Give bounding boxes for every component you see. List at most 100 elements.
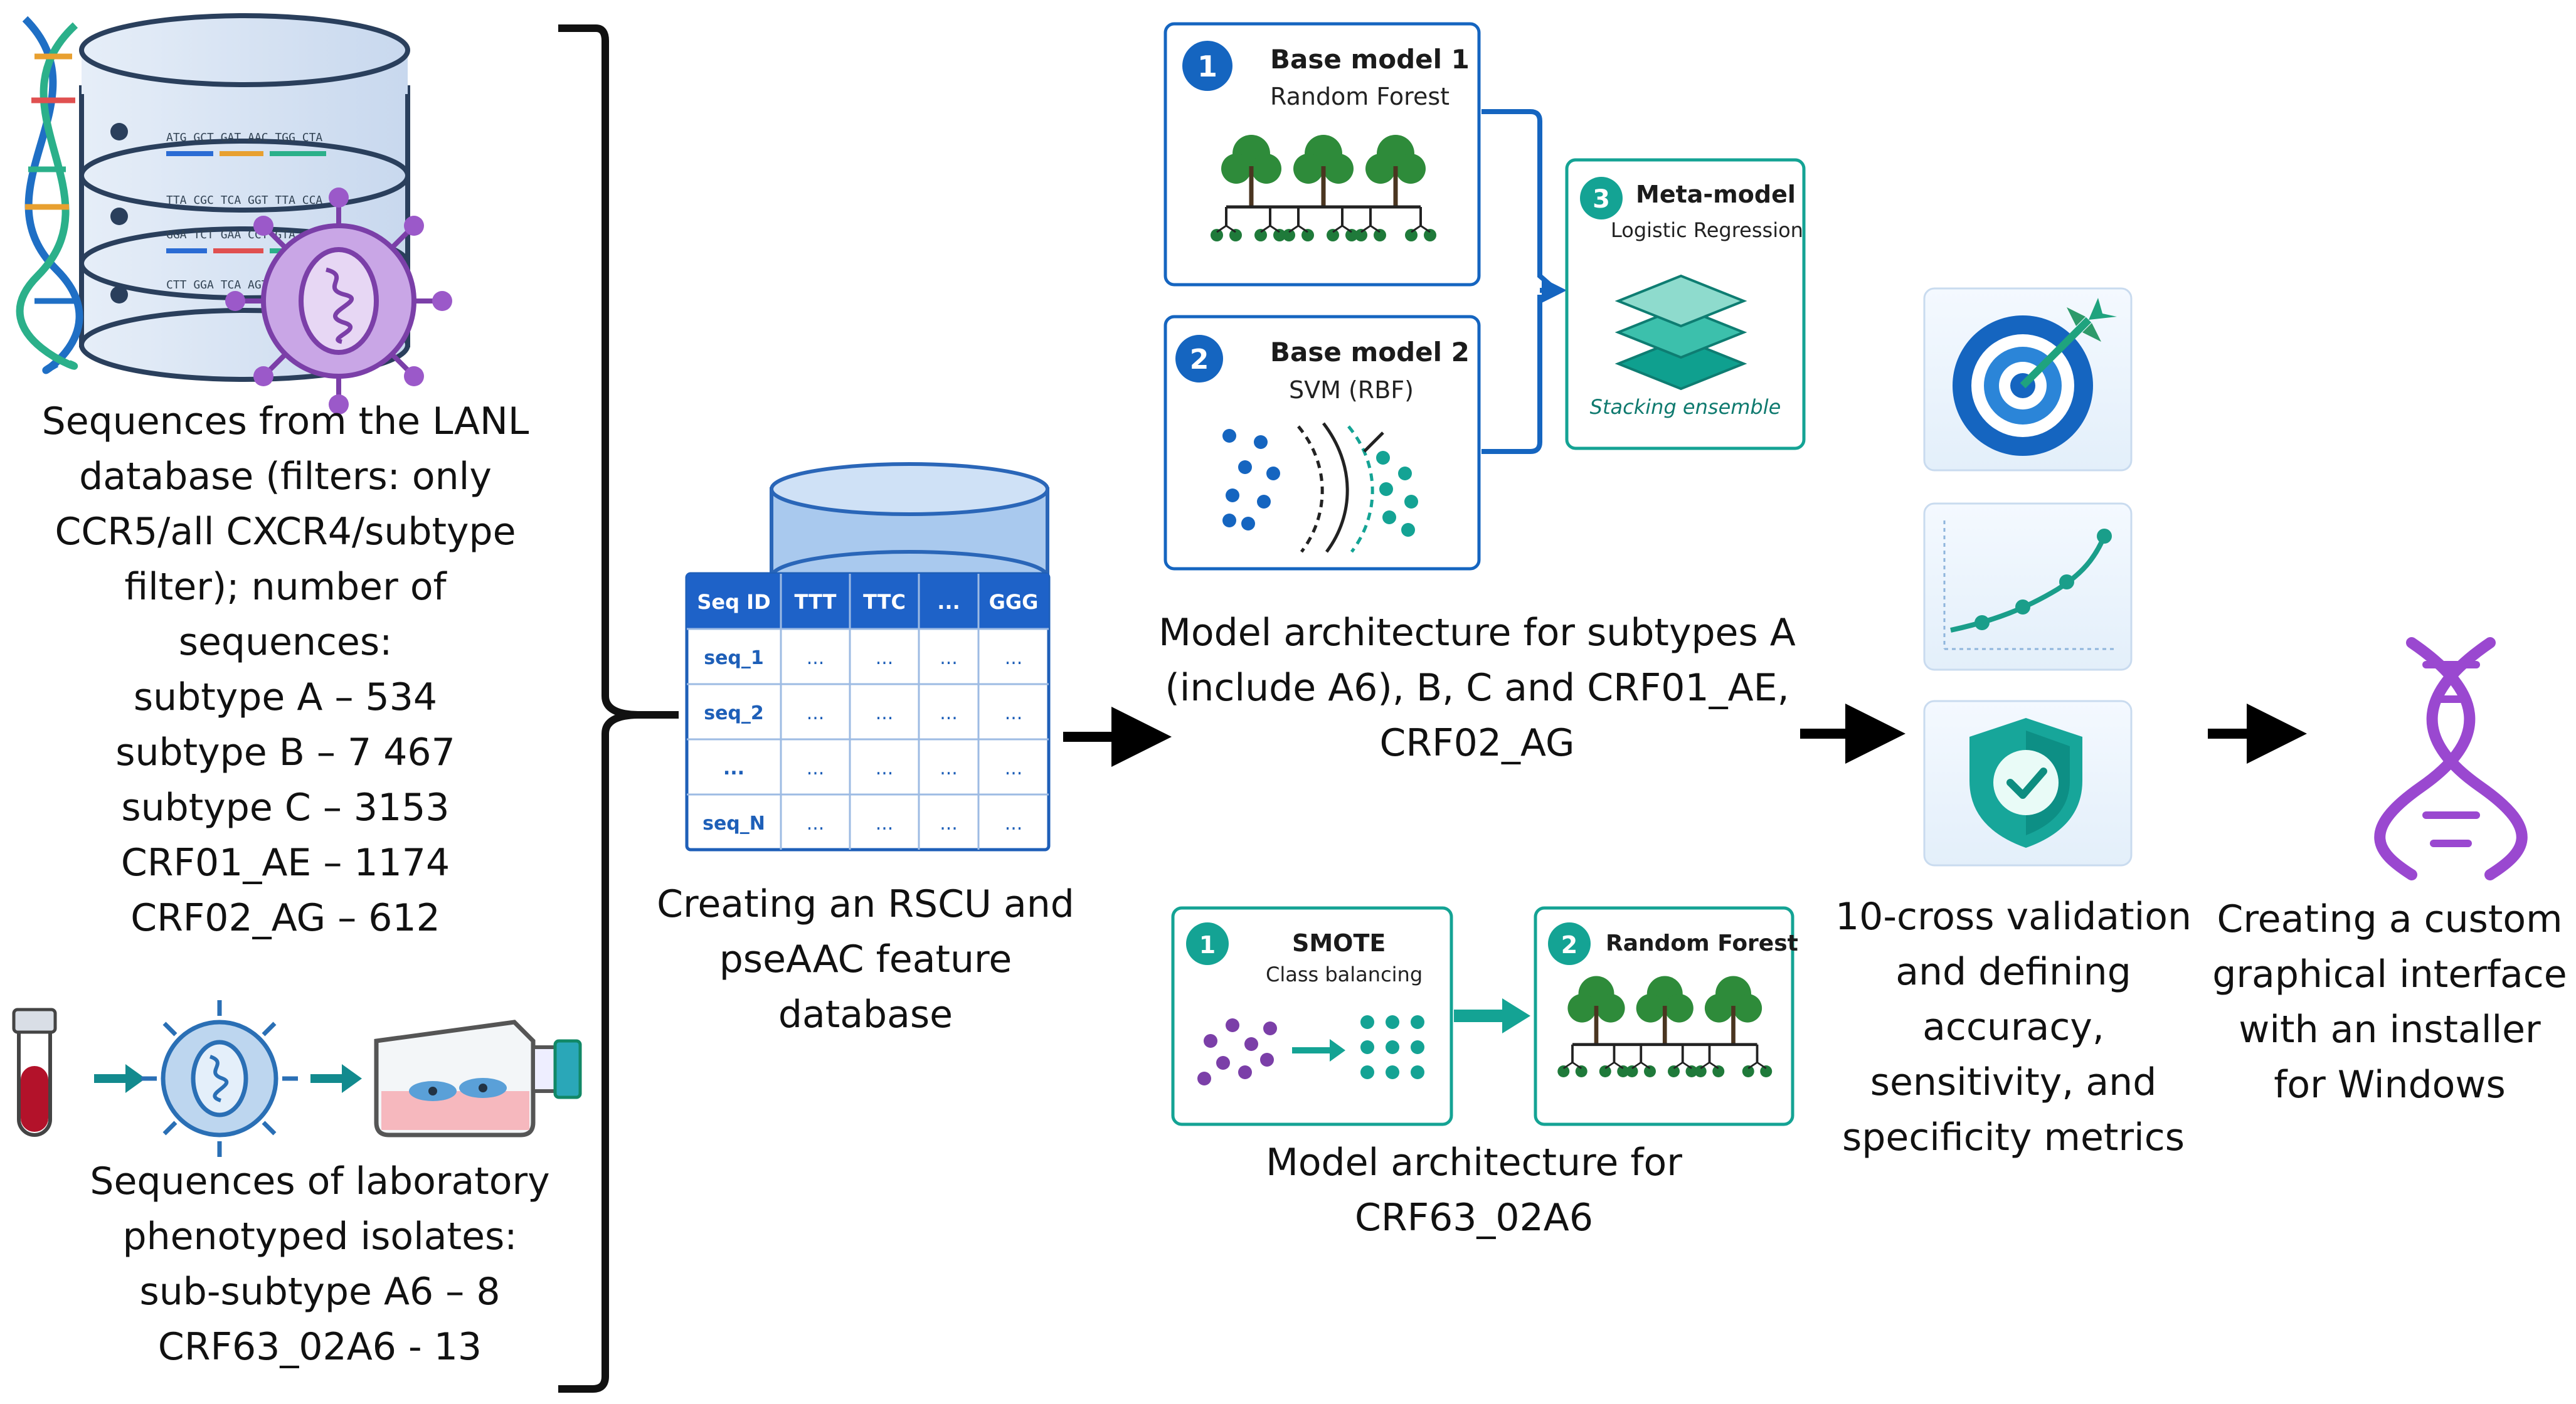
table-cell: ... [1005, 813, 1023, 835]
base-model-1-number: 1 [1197, 50, 1217, 83]
crf63-architecture-caption: Model architecture for CRF63_02A6 [1192, 1135, 1756, 1245]
meta-model-title: Meta-model [1636, 181, 1796, 208]
lab-isolates-caption: Sequences of laboratory phenotyped isola… [50, 1154, 590, 1375]
svm-scatter-icon [1222, 422, 1418, 553]
gui-line: for Windows [2274, 1063, 2506, 1107]
small-virus-icon [141, 1000, 298, 1157]
meta-model-badge [1580, 177, 1623, 219]
feature-db-line: pseAAC feature [719, 937, 1012, 981]
dna-snippet-3: GGA TCT GAA CCT GTA GAA [166, 228, 322, 241]
table-cell: ... [1005, 702, 1023, 724]
stacked-layers-icon [1614, 274, 1747, 391]
table-cell: ... [876, 757, 894, 779]
table-header-cell: TTC [863, 590, 906, 614]
table-cell: ... [1005, 647, 1023, 669]
random-forest-badge [1548, 922, 1591, 965]
validation-line: 10-cross validation [1835, 895, 2192, 939]
crf63-arch-line: Model architecture for [1266, 1141, 1682, 1185]
blood-tube-icon [12, 1008, 57, 1137]
lanl-line: subtype A – 534 [133, 675, 438, 719]
meta-model-number: 3 [1593, 185, 1610, 214]
table-cell: seq_1 [704, 647, 764, 669]
lanl-line: CRF01_AE – 1174 [120, 841, 450, 885]
lab-line: CRF63_02A6 - 13 [157, 1325, 482, 1369]
smote-title: SMOTE [1292, 929, 1386, 957]
base-model-2-number: 2 [1190, 344, 1209, 376]
lab-line: Sequences of laboratory [90, 1159, 550, 1203]
feature-db-caption: Creating an RSCU and pseAAC feature data… [640, 877, 1091, 1042]
table-cell: ... [807, 757, 825, 779]
main-architecture-caption: Model architecture for subtypes A (inclu… [1123, 605, 1831, 771]
meta-model-subtitle: Logistic Regression [1611, 218, 1803, 242]
random-forest-trees-icon-2 [1557, 976, 1773, 1077]
validation-line: sensitivity, and [1870, 1060, 2157, 1104]
lanl-line: CRF02_AG – 612 [130, 896, 440, 940]
base-model-1-badge [1182, 41, 1232, 91]
table-cell: ... [876, 647, 894, 669]
main-arch-line: Model architecture for subtypes A [1158, 611, 1796, 655]
table-header-cell: TTT [795, 590, 837, 614]
validation-line: accuracy, [1922, 1005, 2104, 1049]
smote-badge [1186, 922, 1229, 965]
base-model-1-subtitle: Random Forest [1270, 83, 1450, 110]
lab-line: phenotyped isolates: [122, 1215, 517, 1259]
gui-caption: Creating a custom graphical interface wi… [2208, 892, 2572, 1112]
table-header-cell: GGG [989, 590, 1039, 614]
purple-dna-icon [2374, 637, 2528, 880]
target-icon [1953, 298, 2117, 456]
dna-snippet-2: TTA CGC TCA GGT TTA CCA [166, 194, 322, 207]
base-model-2-subtitle: SVM (RBF) [1289, 376, 1414, 404]
arrow-tube-to-virus [94, 1064, 146, 1093]
feature-db-line: Creating an RSCU and [657, 882, 1074, 926]
lanl-line: filter); number of [124, 565, 447, 609]
connector-base1-to-meta [1481, 109, 1556, 291]
table-cell: ... [1005, 757, 1023, 779]
crf63-arch-line: CRF63_02A6 [1354, 1196, 1593, 1240]
validation-caption: 10-cross validation and defining accurac… [1806, 889, 2220, 1165]
base-model-2-badge [1175, 335, 1223, 383]
table-cell: ... [940, 702, 958, 724]
arrow-virus-to-flask [310, 1064, 362, 1093]
dna-snippet-4: CTT GGA TCA AGT [166, 278, 268, 292]
table-cell: ... [807, 813, 825, 835]
lab-line: sub-subtype A6 – 8 [139, 1270, 501, 1314]
table-cell: ... [940, 647, 958, 669]
random-forest-number: 2 [1561, 931, 1577, 959]
stacking-ensemble-label: Stacking ensemble [1589, 395, 1781, 419]
lanl-line: sequences: [178, 620, 393, 664]
shield-check-icon [1969, 718, 2082, 848]
main-arch-line: (include A6), B, C and CRF01_AE, [1165, 666, 1789, 710]
random-forest-trees-icon [1211, 135, 1436, 241]
base-model-1-title: Base model 1 [1270, 44, 1470, 75]
smote-balancing-icon [1197, 1015, 1424, 1085]
table-cell: seq_N [702, 813, 765, 835]
feature-table: Seq ID TTT TTC... GGG seq_1............ seq_2… [685, 572, 1051, 852]
feature-db-line: database [778, 993, 953, 1037]
virus-icon [225, 187, 452, 414]
lanl-line: database (filters: only [79, 455, 492, 499]
validation-line: specificity metrics [1842, 1116, 2185, 1159]
lanl-line: CCR5/all CXCR4/subtype [55, 510, 516, 554]
table-cell: ... [876, 813, 894, 835]
dna-helix-icon [16, 16, 83, 374]
table-header-cell: ... [937, 590, 960, 614]
table-header-cell: Seq ID [697, 590, 770, 614]
lanl-line: subtype C – 3153 [121, 786, 450, 830]
table-cell: ... [876, 702, 894, 724]
table-cell: ... [807, 647, 825, 669]
base-model-2-title: Base model 2 [1270, 337, 1470, 367]
validation-line: and defining [1895, 950, 2131, 994]
connector-base2-to-meta [1481, 295, 1542, 454]
table-cell: seq_2 [704, 702, 764, 724]
gui-line: Creating a custom [2217, 897, 2563, 941]
smote-number: 1 [1199, 931, 1216, 959]
dna-snippet-1: ATG GCT GAT AAC TGG CTA [166, 131, 322, 144]
table-cell: ... [723, 757, 745, 779]
cell-culture-flask-icon [374, 1020, 582, 1137]
lanl-line: Sequences from the LANL [41, 399, 529, 443]
gui-line: with an installer [2239, 1008, 2541, 1052]
base-model-2-card [1163, 315, 1481, 571]
smote-subtitle: Class balancing [1266, 963, 1423, 986]
main-arch-line: CRF02_AG [1379, 721, 1575, 765]
